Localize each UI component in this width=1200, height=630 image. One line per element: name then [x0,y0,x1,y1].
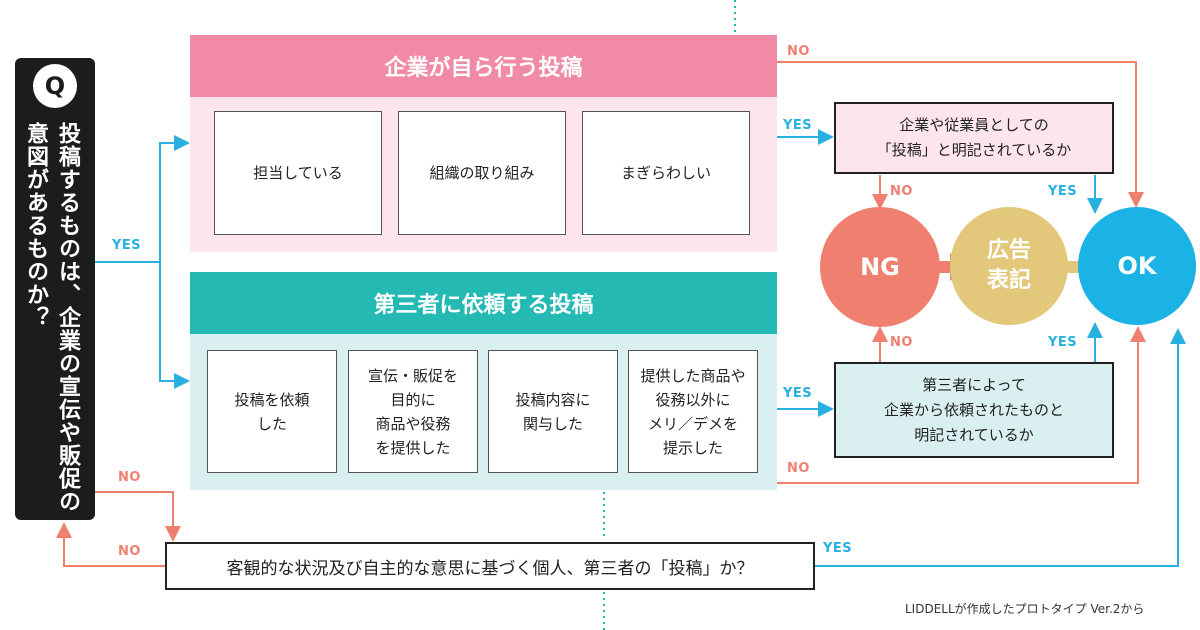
company-check-box: 企業や従業員としての 「投稿」と明記されているか [834,102,1114,174]
bottom-yes-arrow [815,328,1186,567]
question-text: 投稿するものは、企業の宣伝や販促の意図があるものか？ [23,122,80,513]
third-party-item-1: 投稿を依頼 した [207,350,337,473]
third-party-check-box: 第三者によって 企業から依頼されたものと 明記されているか [834,362,1114,458]
q-yes-third-party-arrow [159,262,190,389]
label-no-check-company: NO [890,184,913,199]
label-no-bottom: NO [118,544,141,559]
label-no-check-third: NO [890,335,913,350]
label-no-company: NO [787,44,810,59]
label-yes-company: YES [783,118,813,133]
label-yes-check-third: YES [1048,335,1078,350]
label-yes-q: YES [112,238,142,253]
third-party-item-3: 投稿内容に 関与した [488,350,618,473]
company-item-2: 組織の取り組み [398,111,566,235]
label-yes-third: YES [783,386,813,401]
company-group-title: 企業が自ら行う投稿 [190,35,777,97]
ng-circle: NG [820,207,940,327]
label-yes-bottom: YES [823,541,853,556]
label-no-q: NO [118,470,141,485]
q-yes-company-arrow [95,135,190,263]
third-party-group-title: 第三者に依頼する投稿 [190,272,777,334]
company-no-arrow [777,61,1144,208]
credit-note: LIDDELLが作成したプロトタイプ Ver.2から [905,602,1145,616]
ad-label-circle: 広告 表記 [950,207,1068,325]
company-item-3: まぎらわしい [582,111,750,235]
third-no-arrow [777,326,1146,484]
third-party-item-4: 提供した商品や 役務以外に メリ／デメを 提示した [628,350,758,473]
label-yes-check-company: YES [1048,184,1078,199]
bottom-no-arrow [56,522,165,567]
company-item-1: 担当している [214,111,382,235]
third-party-item-2: 宣伝・販促を 目的に 商品や役務 を提供した [348,350,478,473]
bottom-question-box: 客観的な状況及び自主的な意思に基づく個人、第三者の「投稿」か？ [165,542,815,590]
question-badge: Q [33,64,77,108]
question-bar [15,58,95,520]
label-no-third: NO [787,461,810,476]
q-no-arrow [95,491,181,542]
ok-circle: OK [1078,207,1196,325]
